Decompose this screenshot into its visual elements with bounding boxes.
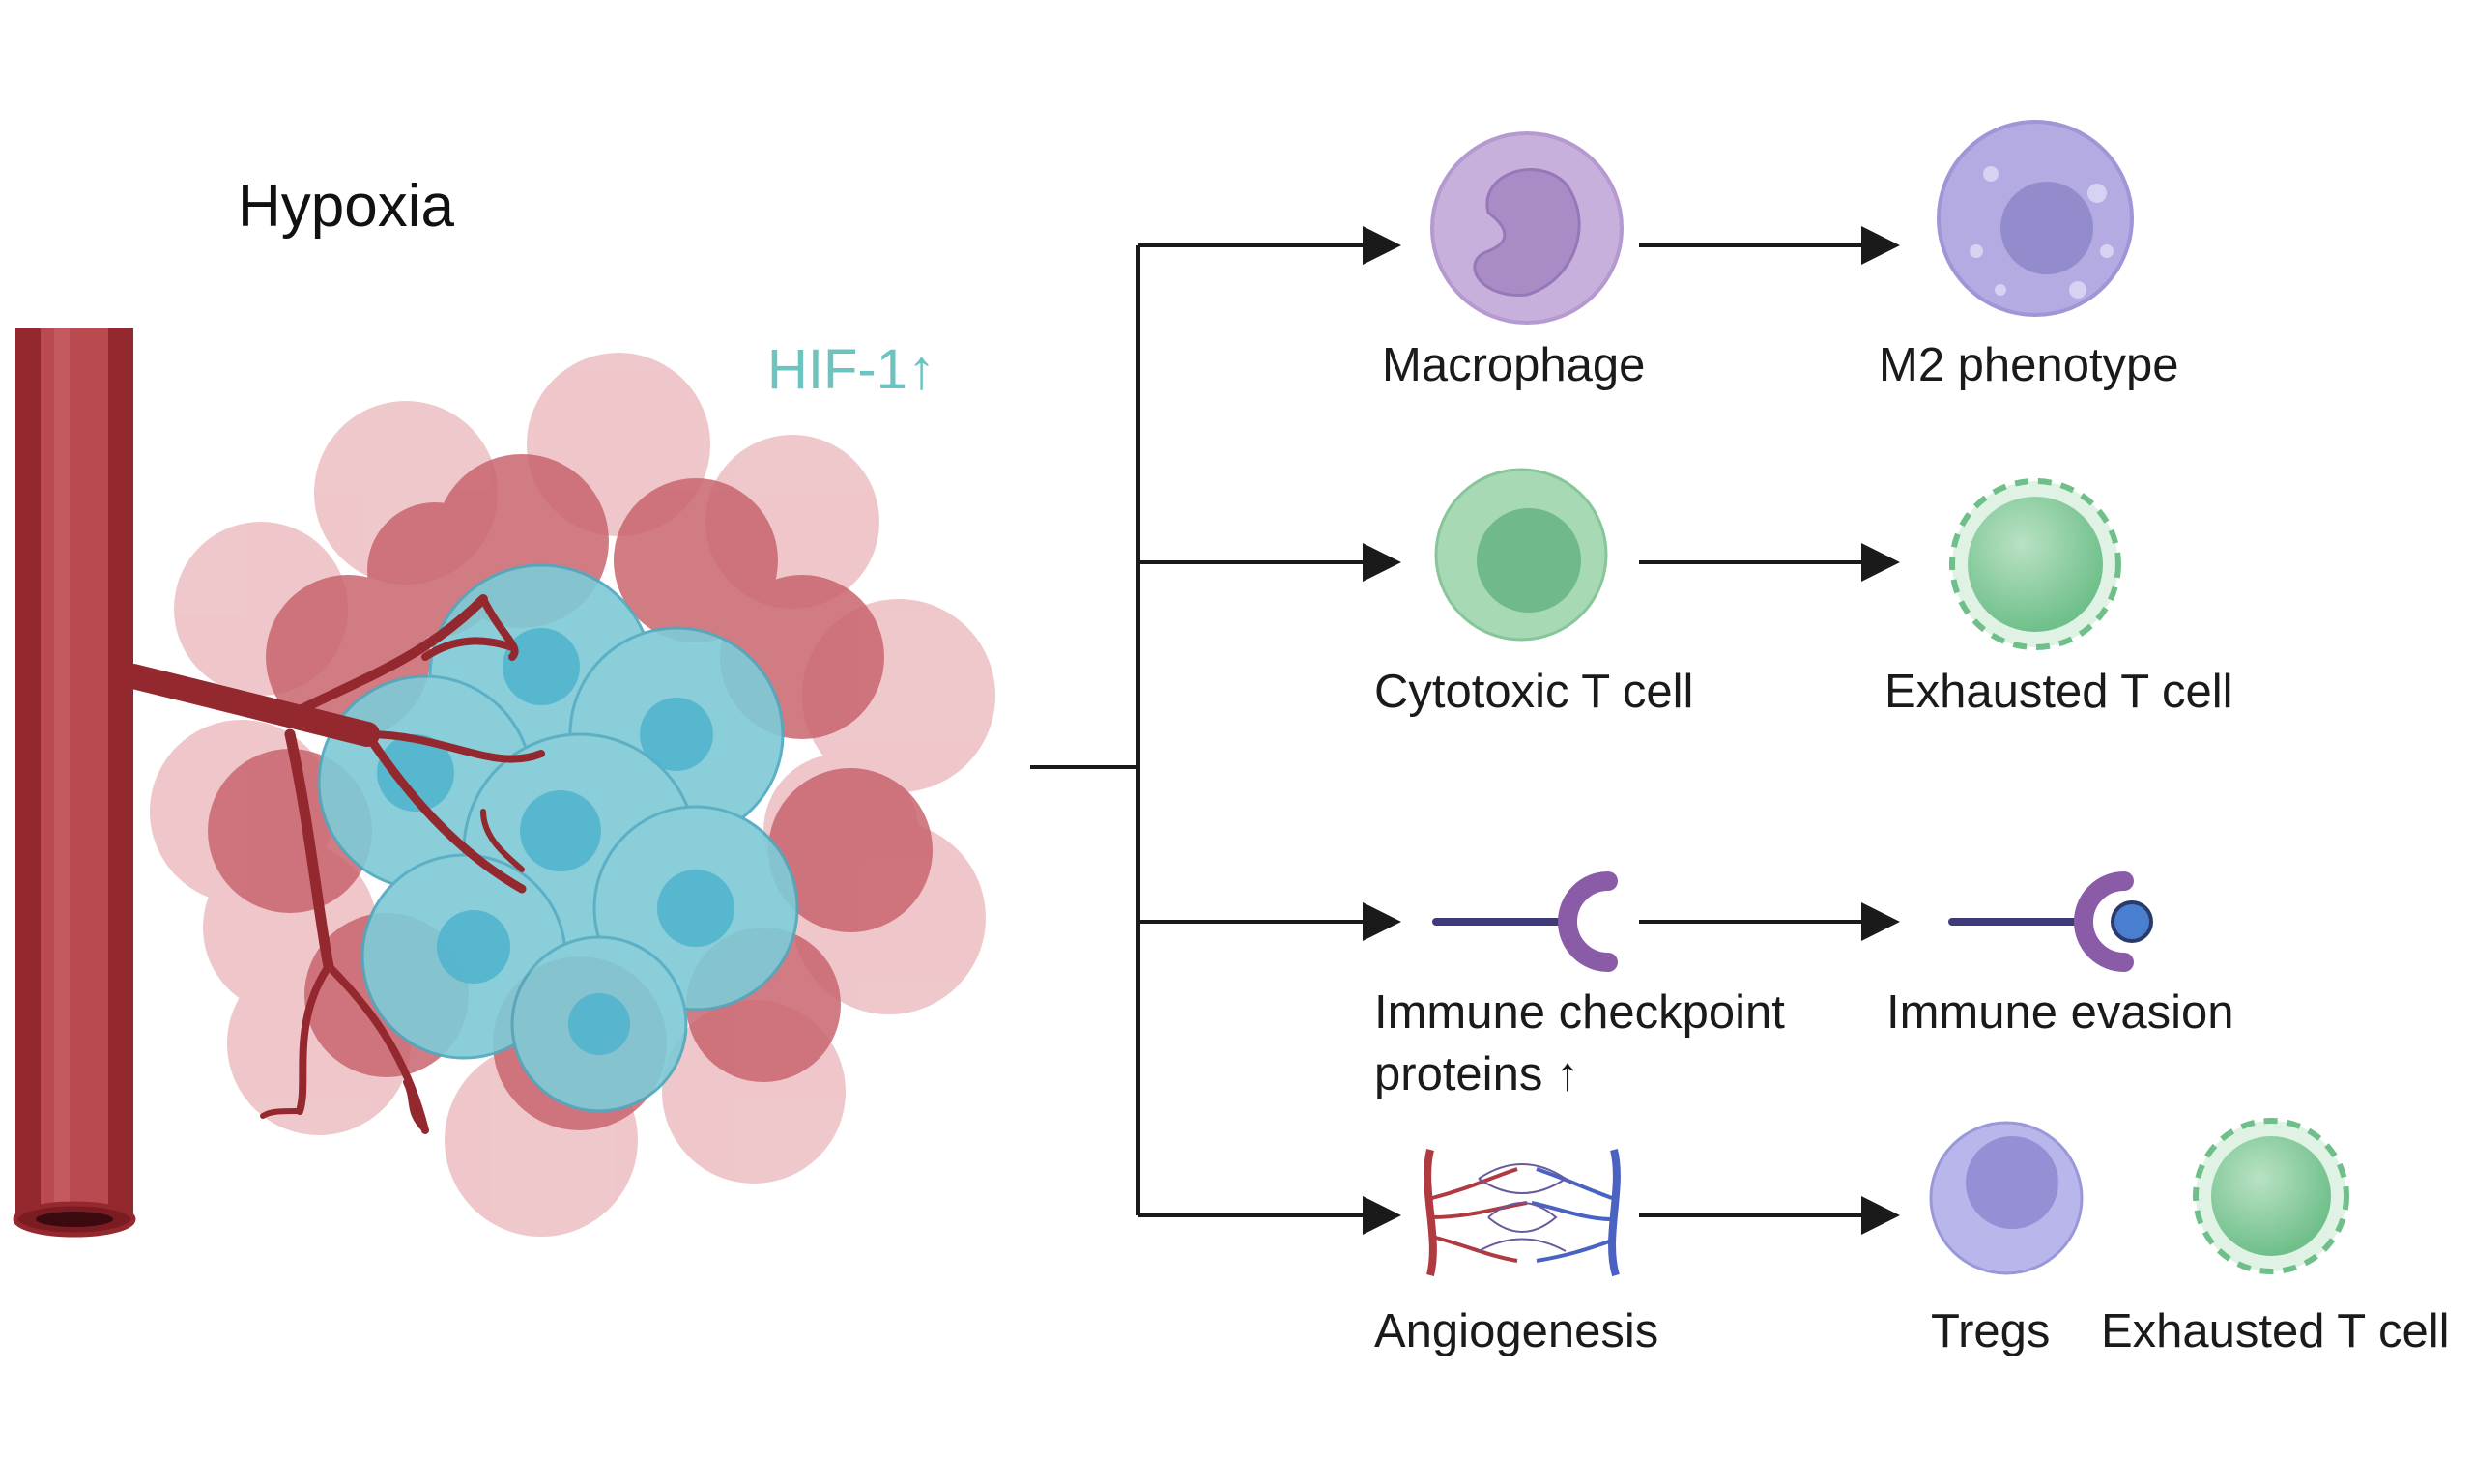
- outcome-arrows: [1639, 226, 1900, 1235]
- macrophage-icon: [1430, 131, 1624, 325]
- cytotoxic-t-cell-label: Cytotoxic T cell: [1374, 666, 1693, 718]
- tregs-label: Tregs: [1931, 1305, 2050, 1357]
- exhausted-t-cell-icon: [2193, 1118, 2349, 1274]
- tumor-mass-illustration: [150, 353, 995, 1237]
- m2-macrophage-icon: [1937, 120, 2134, 317]
- exhausted-t-cell-label-2: Exhausted T cell: [2101, 1305, 2449, 1357]
- receptor-ligand-bound-icon: [1948, 871, 2153, 972]
- macrophage-label: Macrophage: [1382, 339, 1645, 391]
- treg-cell-icon: [1929, 1121, 2084, 1275]
- angiogenesis-label: Angiogenesis: [1374, 1305, 1658, 1357]
- exhausted-t-cell-label: Exhausted T cell: [1884, 666, 2232, 718]
- angiogenesis-vessels-icon: [1424, 1149, 1621, 1277]
- immune-evasion-label: Immune evasion: [1886, 986, 2234, 1039]
- m2-phenotype-label: M2 phenotype: [1879, 339, 2179, 391]
- branch-connectors: [1030, 226, 1401, 1235]
- diagram-title: Hypoxia: [238, 173, 455, 240]
- tumor-nuclei: [377, 628, 734, 1055]
- cytotoxic-t-cell-icon: [1434, 468, 1608, 642]
- checkpoint-receptor-icon: [1432, 871, 1618, 972]
- exhausted-t-cell-icon: [1949, 478, 2121, 650]
- immune-checkpoint-label-line2: proteins ↑: [1374, 1048, 1579, 1100]
- blood-vessel-illustration: [13, 328, 545, 1238]
- immune-checkpoint-label-line1: Immune checkpoint: [1374, 986, 1785, 1039]
- hif-1-label: HIF-1↑: [767, 338, 935, 401]
